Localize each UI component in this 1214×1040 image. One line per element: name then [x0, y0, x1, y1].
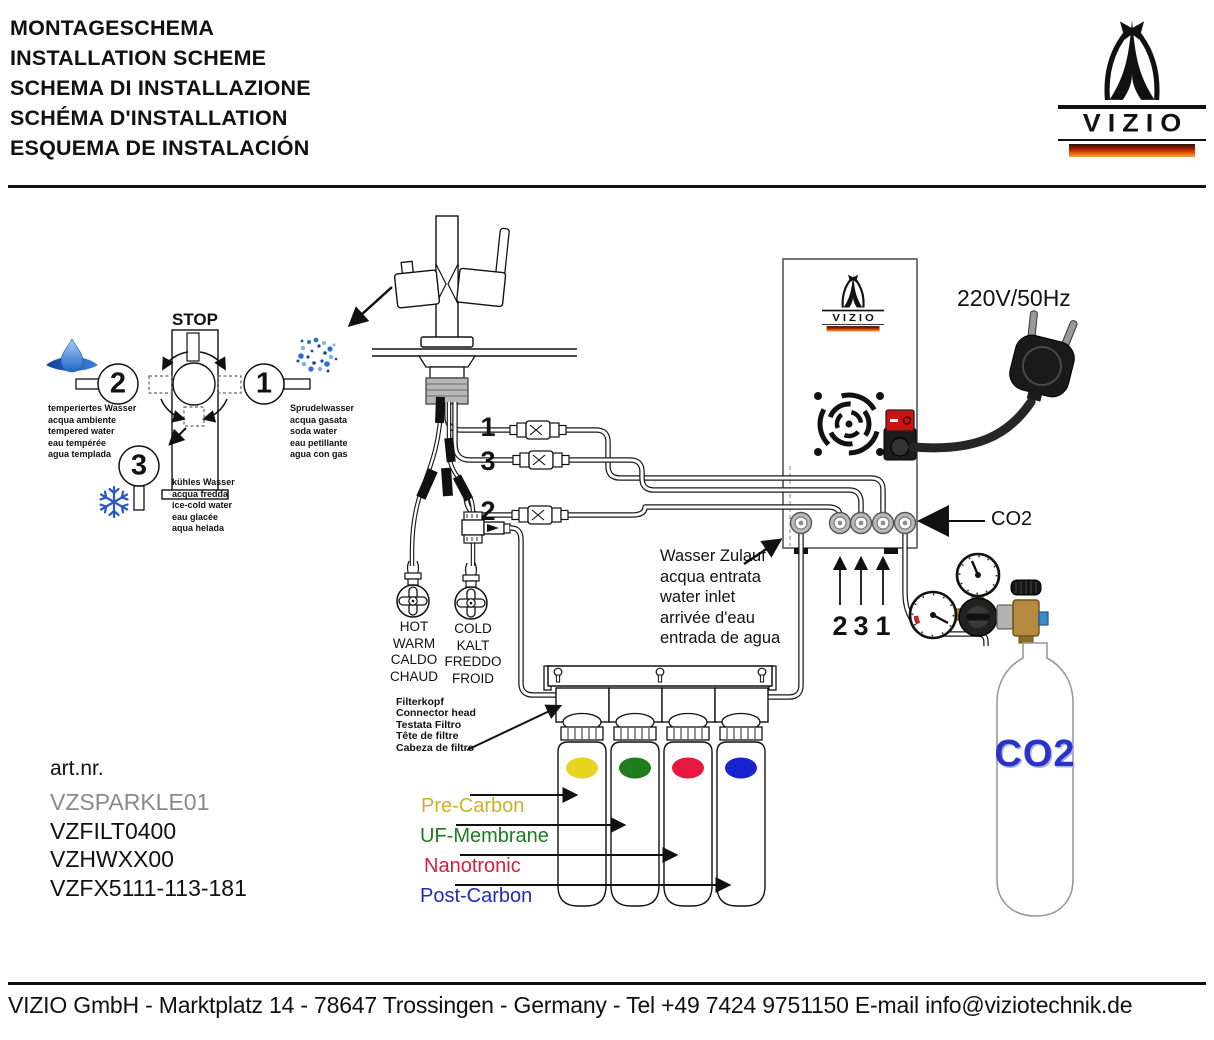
page-title: MONTAGESCHEMA INSTALLATION SCHEME SCHEMA…	[10, 13, 311, 163]
port-number-3: 3	[853, 611, 869, 641]
title-fr: SCHÉMA D'INSTALLATION	[10, 106, 288, 130]
logo-wordmark: VIZIO	[1082, 108, 1189, 137]
logo-wordmark: VIZIO	[832, 311, 877, 323]
co2-pointer	[917, 505, 985, 537]
art-item: VZHWXX00	[50, 846, 174, 872]
art-item: VZSPARKLE01	[50, 789, 210, 815]
filter-label-arrows	[455, 787, 732, 893]
co2-port-label: CO2	[991, 508, 1033, 530]
stop-label: STOP	[172, 310, 218, 329]
hot-valve-icon	[396, 560, 430, 618]
snowflake-icon	[97, 485, 131, 519]
logo-divider	[1058, 138, 1206, 141]
stop-valve-diagram	[148, 329, 242, 500]
power-switch	[883, 409, 917, 461]
art-item: VZFX5111-113-181	[50, 874, 247, 901]
cold-water-labels: kühles Wasser acqua fredda ice-cold wate…	[172, 477, 235, 533]
filter-head-arrow	[466, 704, 563, 751]
pressure-gauge-low	[908, 590, 958, 640]
power-rating-label: 220V/50Hz	[957, 285, 1071, 311]
title-de: MONTAGESCHEMA	[10, 16, 215, 40]
hose-number-3: 3	[480, 446, 496, 476]
title-en: INSTALLATION SCHEME	[10, 46, 267, 70]
vizio-logo-mini: VIZIO	[822, 274, 885, 332]
hot-valve-labels: HOT WARM CALDO CHAUD	[389, 619, 439, 684]
art-item: VZFILT0400	[50, 817, 177, 844]
outlet-callouts	[75, 363, 311, 511]
co2-bottle	[996, 642, 1074, 917]
filter-head-labels: Filterkopf Connector head Testata Filtro…	[396, 696, 476, 754]
hose-number-2: 2	[480, 496, 496, 526]
filter-label-pre-carbon: Pre-Carbon	[421, 795, 525, 817]
vizio-logo: VIZIO	[1058, 20, 1206, 157]
faucet	[347, 215, 577, 405]
outlet-number-cold: 3	[130, 449, 148, 482]
filter-cartridges	[557, 726, 766, 907]
logo-gradient-bar	[1069, 143, 1195, 157]
logo-gradient-bar	[826, 325, 880, 332]
unit-ports	[789, 511, 917, 535]
co2-regulator	[908, 552, 1049, 644]
title-es: ESQUEMA DE INSTALACIÓN	[10, 136, 310, 160]
port-number-1: 1	[875, 611, 891, 641]
vizio-crown-icon	[841, 274, 865, 308]
logo-divider	[822, 323, 885, 325]
co2-bottle-label: CO2	[994, 733, 1076, 775]
port-number-2: 2	[832, 611, 848, 641]
cold-valve-labels: COLD KALT FREDDO FROID	[444, 621, 502, 686]
filter-label-post-carbon: Post-Carbon	[420, 885, 533, 907]
keyhole-icons	[553, 667, 767, 683]
filter-hoses	[508, 525, 804, 700]
hoses	[409, 396, 886, 566]
header-divider	[8, 185, 1206, 188]
article-numbers: art.nr. VZSPARKLE01 VZFILT0400 VZHWXX00 …	[50, 757, 247, 902]
vizio-crown-icon	[1104, 20, 1160, 101]
power-plug	[908, 310, 1078, 453]
water-inlet-arrow	[743, 538, 783, 566]
check-valve	[461, 511, 511, 544]
water-inlet-labels: Wasser Zulauf acqua entrata water inlet …	[660, 547, 781, 647]
filter-label-nanotronic: Nanotronic	[424, 855, 521, 877]
tempered-water-labels: temperiertes Wasser acqua ambiente tempe…	[48, 403, 137, 459]
company-footer: VIZIO GmbH - Marktplatz 14 - 78647 Tross…	[8, 992, 1133, 1018]
soda-water-labels: Sprudelwasser acqua gasata soda water ea…	[290, 403, 355, 459]
cold-valve-icon	[454, 562, 488, 620]
outlet-number-tempered: 2	[109, 367, 127, 400]
filter-label-uf-membrane: UF-Membrane	[420, 825, 549, 847]
pressure-gauge-high	[955, 552, 1001, 598]
logo-divider	[1058, 105, 1206, 109]
tempered-water-icon	[46, 338, 98, 373]
port-number-arrows	[832, 555, 891, 605]
art-nr-label: art.nr.	[50, 757, 104, 780]
footer-divider	[8, 982, 1206, 985]
title-it: SCHEMA DI INSTALLAZIONE	[10, 76, 311, 100]
soda-bubbles-icon	[296, 337, 338, 373]
logo-divider	[822, 309, 885, 312]
filter-unit	[543, 665, 777, 907]
hose-number-1: 1	[480, 412, 496, 442]
outlet-number-sparkling: 1	[255, 367, 273, 400]
